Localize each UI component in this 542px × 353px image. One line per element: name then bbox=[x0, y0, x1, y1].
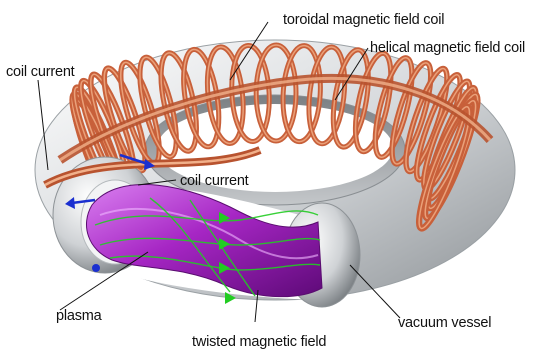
helical-coil-label: helical magnetic field coil bbox=[370, 40, 525, 56]
vacuum-vessel-label: vacuum vessel bbox=[398, 315, 491, 331]
toroidal-coil-label: toroidal magnetic field coil bbox=[283, 12, 444, 28]
coil-current-label-mid: coil current bbox=[180, 173, 249, 189]
coil-current-label-top: coil current bbox=[6, 64, 75, 80]
twisted-field-label: twisted magnetic field bbox=[192, 334, 326, 350]
plasma-label: plasma bbox=[56, 308, 102, 324]
